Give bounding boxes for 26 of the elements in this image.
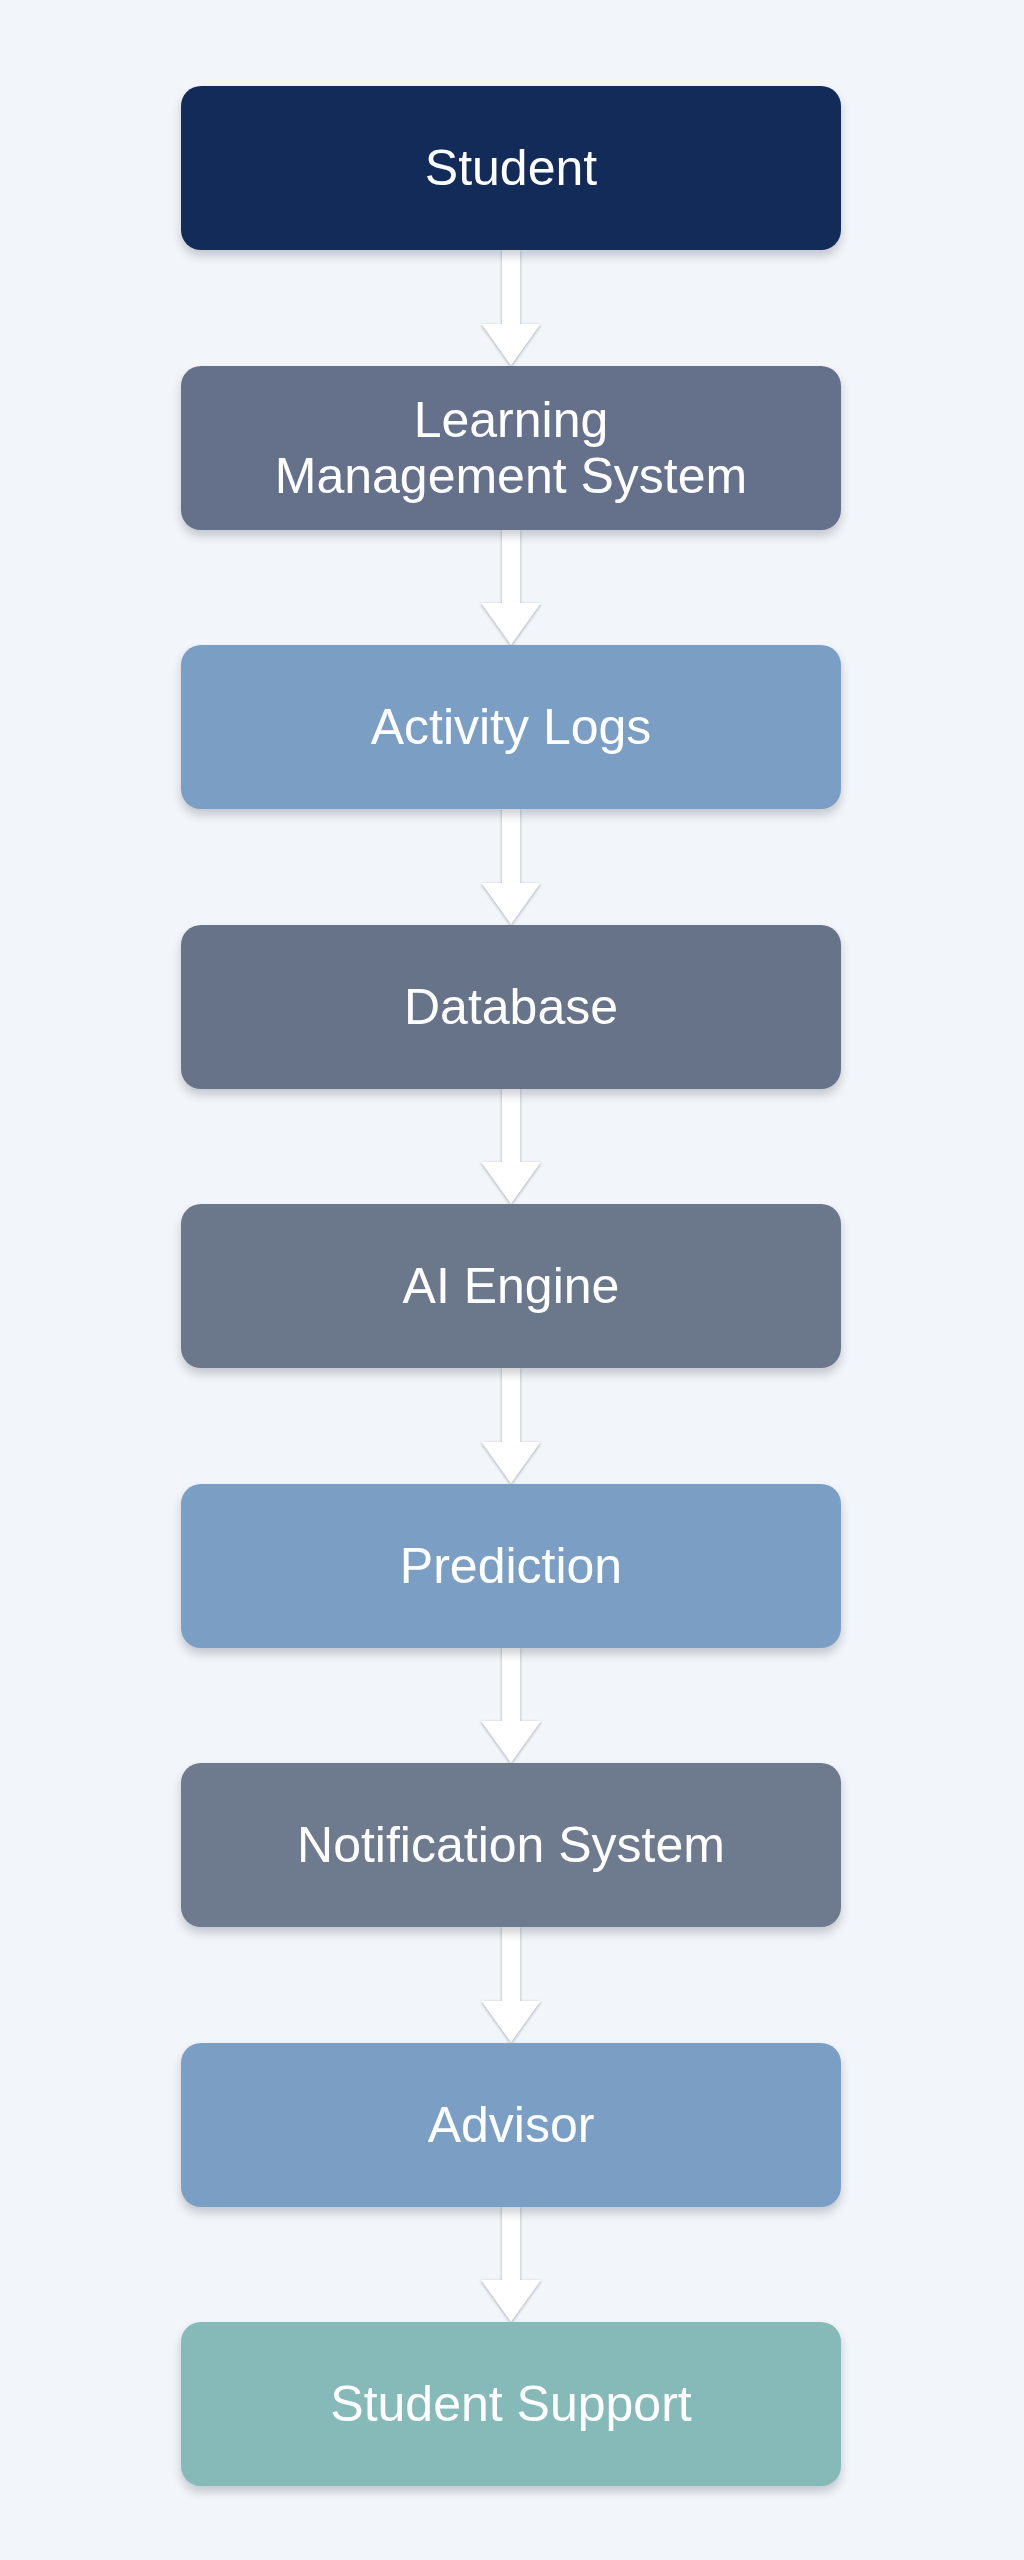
process-box	[181, 1763, 841, 1927]
process-box	[181, 1483, 841, 1648]
process-box	[181, 86, 841, 250]
arrow	[481, 1927, 541, 2043]
process-box	[181, 645, 841, 809]
arrow	[481, 2206, 541, 2322]
arrow	[481, 250, 541, 366]
box-label: Database	[403, 978, 618, 1035]
box-label: Student	[424, 140, 598, 196]
arrow	[481, 1647, 541, 1763]
process-box	[181, 1204, 841, 1368]
arrow	[481, 809, 541, 925]
box-label: Activity Logs	[370, 699, 652, 755]
box-label: AI Engine	[402, 1258, 620, 1314]
arrow	[481, 1088, 541, 1204]
process-box	[181, 2042, 841, 2207]
box-label: Student Support	[330, 2376, 692, 2432]
process-box	[181, 2322, 841, 2486]
box-label: Notification System	[297, 1817, 725, 1873]
process-box	[181, 924, 841, 1089]
box-label: Advisor	[427, 2096, 595, 2153]
arrow	[481, 1368, 541, 1484]
box-label: Prediction	[399, 1537, 623, 1594]
box-label: Learning Management System	[273, 391, 749, 504]
arrow	[481, 529, 541, 645]
process-box	[181, 365, 841, 530]
